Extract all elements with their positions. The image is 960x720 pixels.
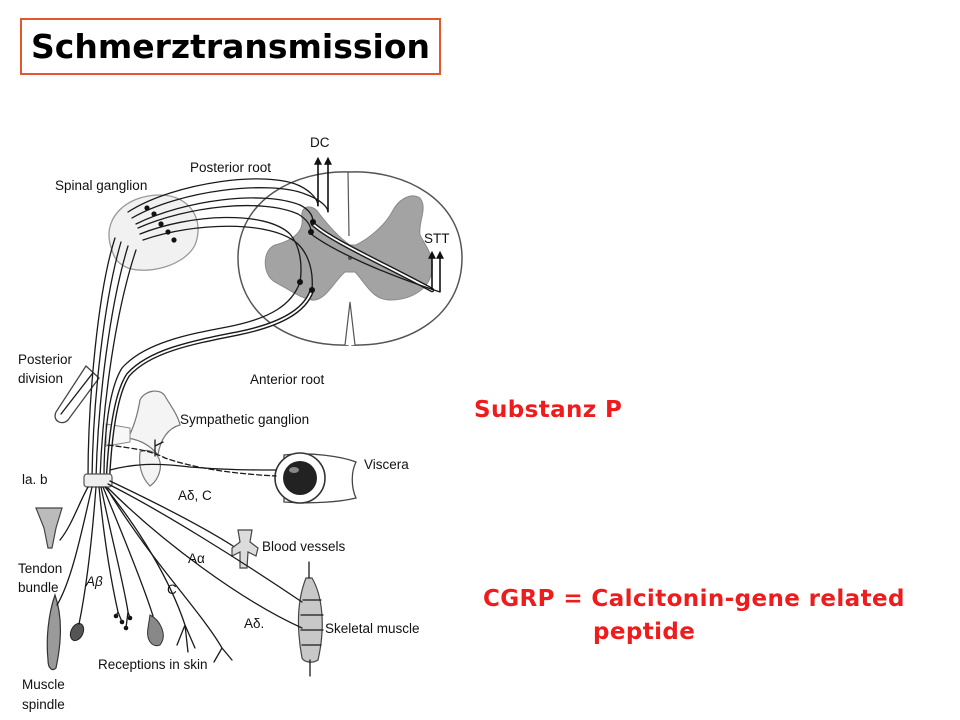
spinal-cord — [237, 171, 463, 346]
label-posterior-root: Posterior root — [190, 160, 271, 175]
fiber-a-alpha — [107, 483, 303, 603]
stt-neurons — [310, 221, 441, 293]
label-a-alpha: Aα — [188, 551, 205, 566]
skin-receptors — [69, 613, 164, 647]
label-dc: DC — [310, 135, 330, 150]
annotation-cgrp-line1: CGRP = Calcitonin-gene related — [483, 586, 905, 612]
peripheral-fibers — [56, 480, 303, 663]
receptor-corpuscle — [69, 622, 85, 642]
trunk-fiber — [95, 245, 129, 479]
muscle-tendon — [308, 561, 311, 677]
label-receptions-in-skin: Receptions in skin — [98, 657, 208, 672]
spinal-ganglion — [108, 194, 199, 271]
label-c: C — [167, 582, 177, 597]
fiber-to-ventral-horn — [139, 216, 302, 283]
sympathetic-ganglion-body — [127, 390, 181, 457]
nerve-bundle — [83, 473, 113, 488]
spinal-nerve-trunk — [87, 237, 137, 479]
cell-body — [308, 229, 314, 235]
cell-body — [310, 219, 316, 225]
trunk-fiber — [87, 237, 116, 479]
fiber-c-free-ending — [105, 486, 233, 663]
label-ia-b: la. b — [22, 472, 48, 487]
stt-axon-2 — [310, 233, 441, 293]
trunk-fiber — [91, 241, 122, 479]
sympathetic-ganglion — [105, 390, 181, 487]
label-muscle-spindle: spindle — [22, 697, 65, 712]
tendon-bundle-icon — [35, 507, 63, 549]
neuron-cell-bodies — [144, 205, 316, 293]
sympathetic-synapse — [154, 439, 164, 457]
viscera-lumen — [283, 461, 317, 495]
skeletal-muscle-body — [297, 577, 323, 663]
label-skeletal-muscle: Skeletal muscle — [325, 621, 420, 636]
sympathetic-ganglion-tail — [139, 449, 161, 487]
visceral-fibers — [107, 439, 277, 477]
fiber-to-dc — [131, 187, 329, 219]
posterior-division-fiber — [60, 373, 93, 415]
title-box: Schmerztransmission — [20, 18, 441, 75]
anterior-median-fissure — [344, 301, 356, 346]
label-posterior-division: division — [18, 371, 63, 386]
fiber-to-skin — [98, 486, 123, 623]
label-blood-vessels: Blood vessels — [262, 539, 346, 554]
label-a-delta: Aδ. — [244, 616, 264, 631]
annotation-substance-p: Substanz P — [474, 397, 623, 423]
fiber-a-beta — [78, 486, 97, 625]
label-tendon-bundle: bundle — [18, 580, 59, 595]
label-stt: STT — [424, 231, 450, 246]
label-anterior-root: Anterior root — [250, 372, 325, 387]
diagram-labels: DC Posterior root Spinal ganglion STT Po… — [18, 135, 450, 712]
label-spinal-ganglion: Spinal ganglion — [55, 178, 147, 193]
annotation-cgrp-line2: peptide — [593, 619, 696, 645]
ganglion-cell — [158, 221, 164, 227]
anterior-root-axon-core — [107, 289, 313, 479]
ganglion-cell — [144, 205, 150, 211]
anterior-root-axon-2 — [103, 281, 301, 479]
ganglion-cell — [171, 237, 177, 243]
stt-axon-core — [312, 223, 433, 291]
ganglion-cell — [151, 211, 157, 217]
anterior-root — [103, 281, 315, 481]
posterior-root-fibers — [127, 178, 329, 291]
fiber-to-ventral-horn — [142, 225, 313, 291]
cell-body — [297, 279, 303, 285]
viscera-highlight — [289, 467, 299, 473]
slide-title: Schmerztransmission — [31, 27, 430, 66]
label-a-beta: Aβ — [85, 574, 103, 589]
viscera — [274, 452, 357, 504]
receptor-bulb — [147, 614, 164, 647]
cell-body — [309, 287, 315, 293]
muscle-striation — [300, 599, 324, 646]
muscle-spindle-icon — [46, 593, 61, 671]
visceral-fiber — [109, 463, 277, 471]
ganglion-cell — [165, 229, 171, 235]
fiber-a-delta — [107, 487, 303, 629]
visceral-fiber-dashed — [107, 444, 277, 477]
label-viscera: Viscera — [364, 457, 409, 472]
blood-vessel — [231, 529, 259, 569]
fiber-to-dorsal-horn — [137, 204, 312, 233]
fiber-to-tendon — [59, 486, 89, 541]
label-posterior-division: Posterior — [18, 352, 73, 367]
fiber-to-dorsal-horn — [135, 197, 314, 225]
fiber-to-skin — [102, 486, 154, 617]
label-sympathetic-ganglion: Sympathetic ganglion — [180, 412, 309, 427]
trunk-fiber — [99, 249, 137, 479]
label-a-delta-c: Aδ, C — [178, 488, 212, 503]
posterior-median-septum — [347, 171, 350, 237]
label-muscle-spindle: Muscle — [22, 677, 65, 692]
skeletal-muscle — [297, 561, 324, 677]
fiber-to-muscle-spindle — [56, 486, 93, 606]
fiber-to-skin — [100, 486, 131, 629]
fiber-to-blood-vessel — [109, 480, 234, 547]
label-tendon-bundle: Tendon — [18, 561, 62, 576]
